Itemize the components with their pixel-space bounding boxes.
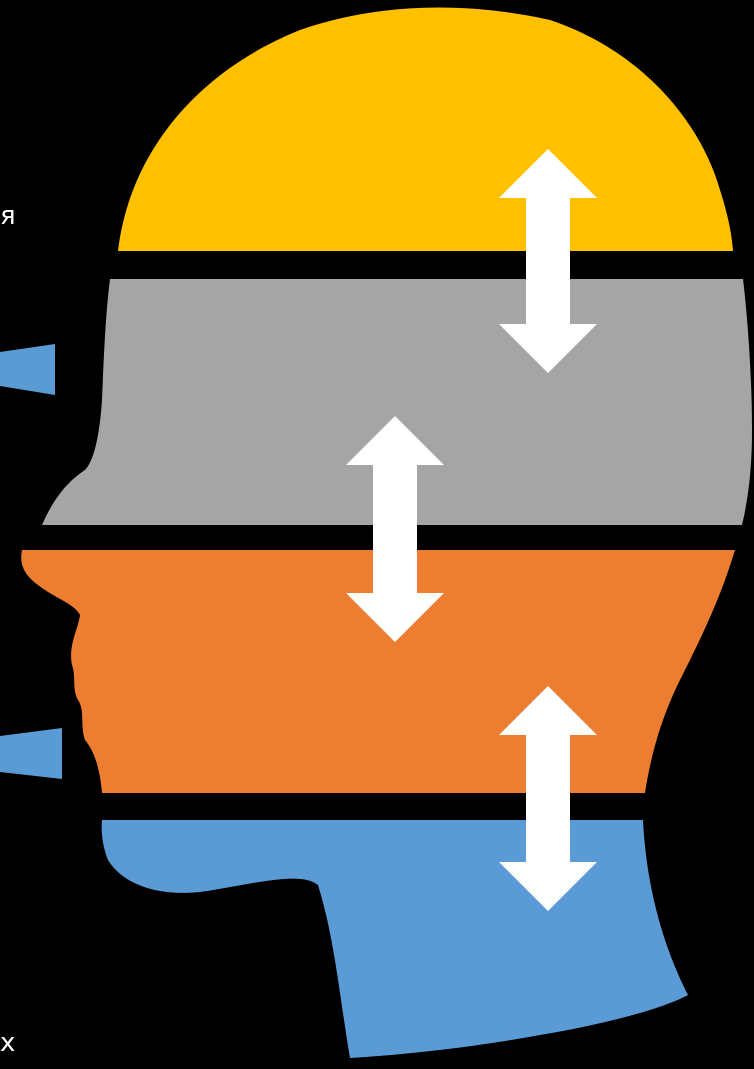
pointer-bar-lower <box>0 728 62 779</box>
edge-text-top: я <box>0 203 16 229</box>
edge-text-bottom: х <box>0 1030 15 1056</box>
